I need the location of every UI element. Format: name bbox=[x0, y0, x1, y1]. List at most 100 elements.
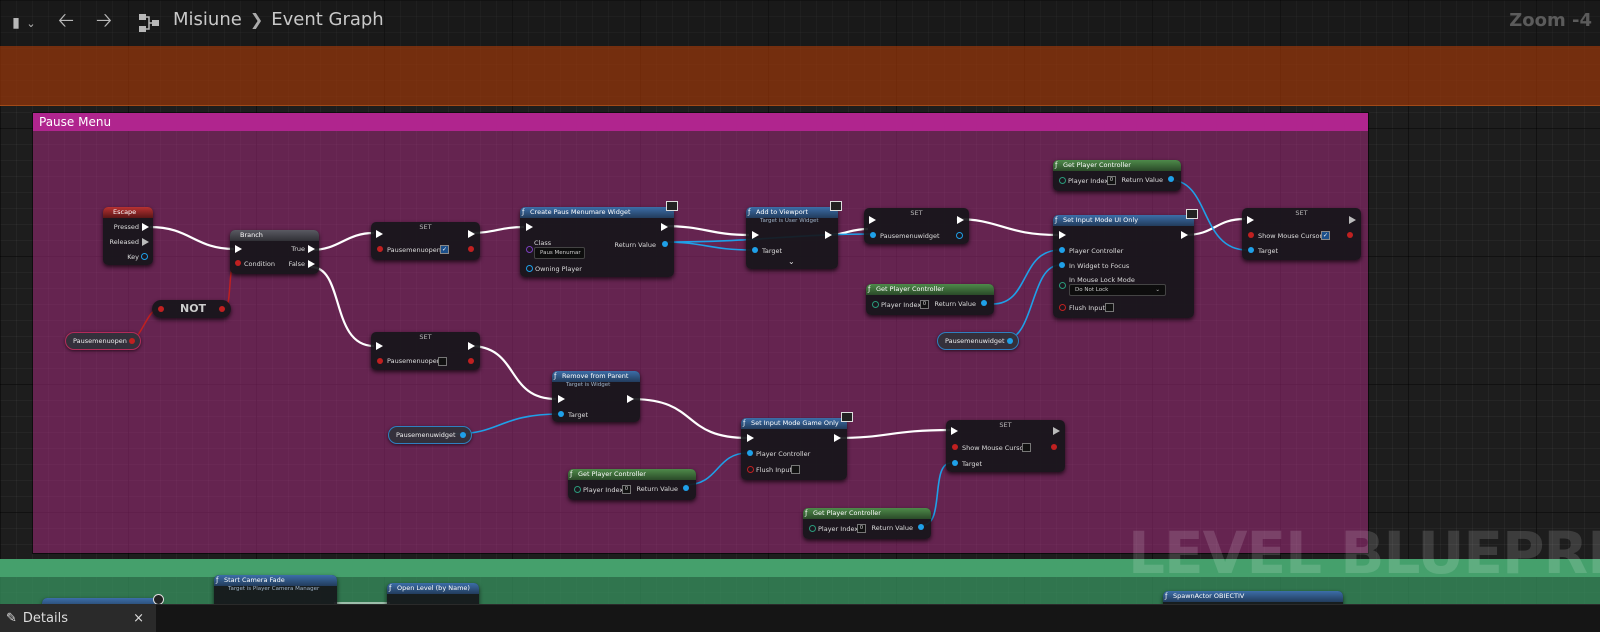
set-show-mouse-cursor-node[interactable]: SET Show Mouse Cursor Target bbox=[946, 420, 1065, 472]
value-checkbox[interactable]: ✓ bbox=[440, 245, 449, 254]
player-index-pin[interactable] bbox=[1059, 177, 1066, 184]
pausemenuopen-getter[interactable]: Pausemenuopen bbox=[65, 332, 141, 350]
collapsed-node[interactable] bbox=[42, 594, 164, 604]
player-index-field[interactable]: 0 bbox=[622, 485, 631, 494]
start-camera-fade-node[interactable]: Start Camera Fade ƒ Target is Player Cam… bbox=[214, 575, 337, 604]
exec-in-pin[interactable] bbox=[235, 245, 242, 253]
show-cursor-checkbox[interactable]: ✓ bbox=[1321, 231, 1330, 240]
set-input-mode-ui-only-node[interactable]: Set Input Mode UI Only ƒ Player Controll… bbox=[1053, 209, 1198, 318]
pausemenuwidget-getter[interactable]: Pausemenuwidget bbox=[937, 332, 1019, 350]
not-out-pin[interactable] bbox=[219, 306, 225, 312]
exec-out-pin[interactable] bbox=[468, 230, 475, 238]
show-cursor-checkbox[interactable] bbox=[1022, 443, 1031, 452]
flush-input-checkbox[interactable] bbox=[1105, 303, 1114, 312]
breadcrumb-item-misiune[interactable]: Misiune bbox=[173, 9, 242, 30]
player-index-field[interactable]: 0 bbox=[920, 300, 929, 309]
flush-input-checkbox[interactable] bbox=[791, 465, 800, 474]
comment-green-header[interactable] bbox=[0, 559, 1600, 577]
exec-in-pin[interactable] bbox=[951, 427, 958, 435]
bookmark-icon[interactable]: ▮ bbox=[12, 15, 20, 31]
exec-in-pin[interactable] bbox=[869, 216, 876, 224]
var-out-pin[interactable] bbox=[460, 432, 466, 438]
player-controller-pin[interactable] bbox=[1059, 247, 1065, 253]
value-out-pin[interactable] bbox=[956, 232, 963, 239]
player-index-field[interactable]: 0 bbox=[1107, 176, 1116, 185]
exec-out-pin[interactable] bbox=[1181, 231, 1188, 239]
player-controller-pin[interactable] bbox=[747, 450, 753, 456]
player-index-pin[interactable] bbox=[872, 301, 879, 308]
owning-player-pin[interactable] bbox=[526, 265, 533, 272]
create-widget-node[interactable]: Create Paus Menumare Widget ƒ Class Paus… bbox=[520, 201, 678, 277]
target-pin[interactable] bbox=[1248, 247, 1254, 253]
exec-in-pin[interactable] bbox=[558, 395, 565, 403]
set-input-mode-game-only-node[interactable]: Set Input Mode Game Only ƒ Player Contro… bbox=[741, 412, 853, 480]
return-value-pin[interactable] bbox=[918, 524, 924, 530]
value-out-pin[interactable] bbox=[1051, 444, 1057, 450]
exec-out-pin[interactable] bbox=[661, 223, 668, 231]
forward-arrow-icon[interactable]: 🡢 bbox=[95, 8, 113, 32]
player-index-pin[interactable] bbox=[809, 525, 816, 532]
pressed-exec-pin[interactable] bbox=[142, 223, 149, 231]
escape-event-node[interactable]: Escape Pressed Released Key bbox=[103, 207, 153, 265]
true-exec-pin[interactable] bbox=[308, 245, 315, 253]
expand-chevron-icon[interactable]: ⌄ bbox=[788, 257, 795, 266]
exec-out-pin[interactable] bbox=[834, 434, 841, 442]
get-player-controller-node[interactable]: Get Player Controller ƒ Player Index 0 R… bbox=[803, 508, 931, 539]
key-pin[interactable] bbox=[141, 253, 148, 260]
target-pin[interactable] bbox=[952, 460, 958, 466]
value-pin[interactable] bbox=[1248, 232, 1254, 238]
open-level-node[interactable]: Open Level (by Name) ƒ bbox=[387, 583, 479, 604]
return-value-pin[interactable] bbox=[683, 485, 689, 491]
exec-in-pin[interactable] bbox=[376, 230, 383, 238]
return-value-pin[interactable] bbox=[981, 300, 987, 306]
condition-pin[interactable] bbox=[235, 260, 241, 266]
exec-in-pin[interactable] bbox=[526, 223, 533, 231]
get-player-controller-node[interactable]: Get Player Controller ƒ Player Index 0 R… bbox=[568, 469, 696, 500]
class-dropdown[interactable]: Paus Menumar bbox=[534, 247, 585, 259]
exec-in-pin[interactable] bbox=[1247, 216, 1254, 224]
flush-input-pin[interactable] bbox=[747, 466, 754, 473]
comment-title[interactable]: Pause Menu bbox=[33, 113, 1368, 131]
exec-out-pin[interactable] bbox=[1053, 427, 1060, 435]
lock-mode-pin[interactable] bbox=[1059, 282, 1066, 289]
released-exec-pin[interactable] bbox=[142, 238, 149, 246]
not-node[interactable]: NOT bbox=[152, 300, 231, 318]
player-index-pin[interactable] bbox=[574, 486, 581, 493]
spawn-actor-node[interactable]: SpawnActor OBIECTIV ƒ bbox=[1163, 591, 1343, 604]
add-to-viewport-node[interactable]: Add to Viewport ƒ Target is User Widget … bbox=[746, 201, 842, 269]
var-out-pin[interactable] bbox=[129, 338, 135, 344]
exec-out-pin[interactable] bbox=[468, 342, 475, 350]
exec-out-pin[interactable] bbox=[957, 216, 964, 224]
pausemenuwidget-getter[interactable]: Pausemenuwidget bbox=[388, 426, 472, 444]
player-index-field[interactable]: 0 bbox=[857, 524, 866, 533]
remove-from-parent-node[interactable]: Remove from Parent ƒ Target is Widget Ta… bbox=[552, 371, 640, 422]
close-icon[interactable]: × bbox=[133, 611, 144, 626]
exec-out-pin[interactable] bbox=[627, 395, 634, 403]
class-pin[interactable] bbox=[526, 246, 533, 253]
target-pin[interactable] bbox=[558, 411, 564, 417]
value-pin[interactable] bbox=[952, 444, 958, 450]
breadcrumb-item-event-graph[interactable]: Event Graph bbox=[271, 9, 384, 30]
return-value-pin[interactable] bbox=[662, 241, 668, 247]
comment-orange[interactable] bbox=[0, 46, 1600, 106]
set-show-mouse-cursor-node[interactable]: SET Show Mouse Cursor ✓ Target bbox=[1242, 208, 1361, 260]
value-out-pin[interactable] bbox=[1347, 232, 1353, 238]
return-value-pin[interactable] bbox=[1168, 176, 1174, 182]
details-tab[interactable]: ✎ Details × bbox=[0, 605, 156, 632]
exec-out-pin[interactable] bbox=[825, 231, 832, 239]
exec-out-pin[interactable] bbox=[1349, 216, 1356, 224]
value-checkbox[interactable] bbox=[438, 357, 447, 366]
not-in-pin[interactable] bbox=[158, 306, 164, 312]
set-pausemenuopen-false-node[interactable]: SET Pausemenuopen bbox=[371, 332, 480, 370]
branch-node[interactable]: Branch True Condition False bbox=[230, 230, 319, 274]
exec-in-pin[interactable] bbox=[1059, 231, 1066, 239]
chevron-down-icon[interactable]: ⌄ bbox=[26, 16, 36, 30]
value-out-pin[interactable] bbox=[468, 358, 474, 364]
flush-input-pin[interactable] bbox=[1059, 304, 1066, 311]
value-pin[interactable] bbox=[377, 246, 383, 252]
graph-canvas[interactable]: Pause Menu bbox=[0, 0, 1600, 604]
var-out-pin[interactable] bbox=[1007, 338, 1013, 344]
exec-in-pin[interactable] bbox=[376, 342, 383, 350]
back-arrow-icon[interactable]: 🡠 bbox=[57, 8, 75, 32]
value-pin[interactable] bbox=[377, 358, 383, 364]
